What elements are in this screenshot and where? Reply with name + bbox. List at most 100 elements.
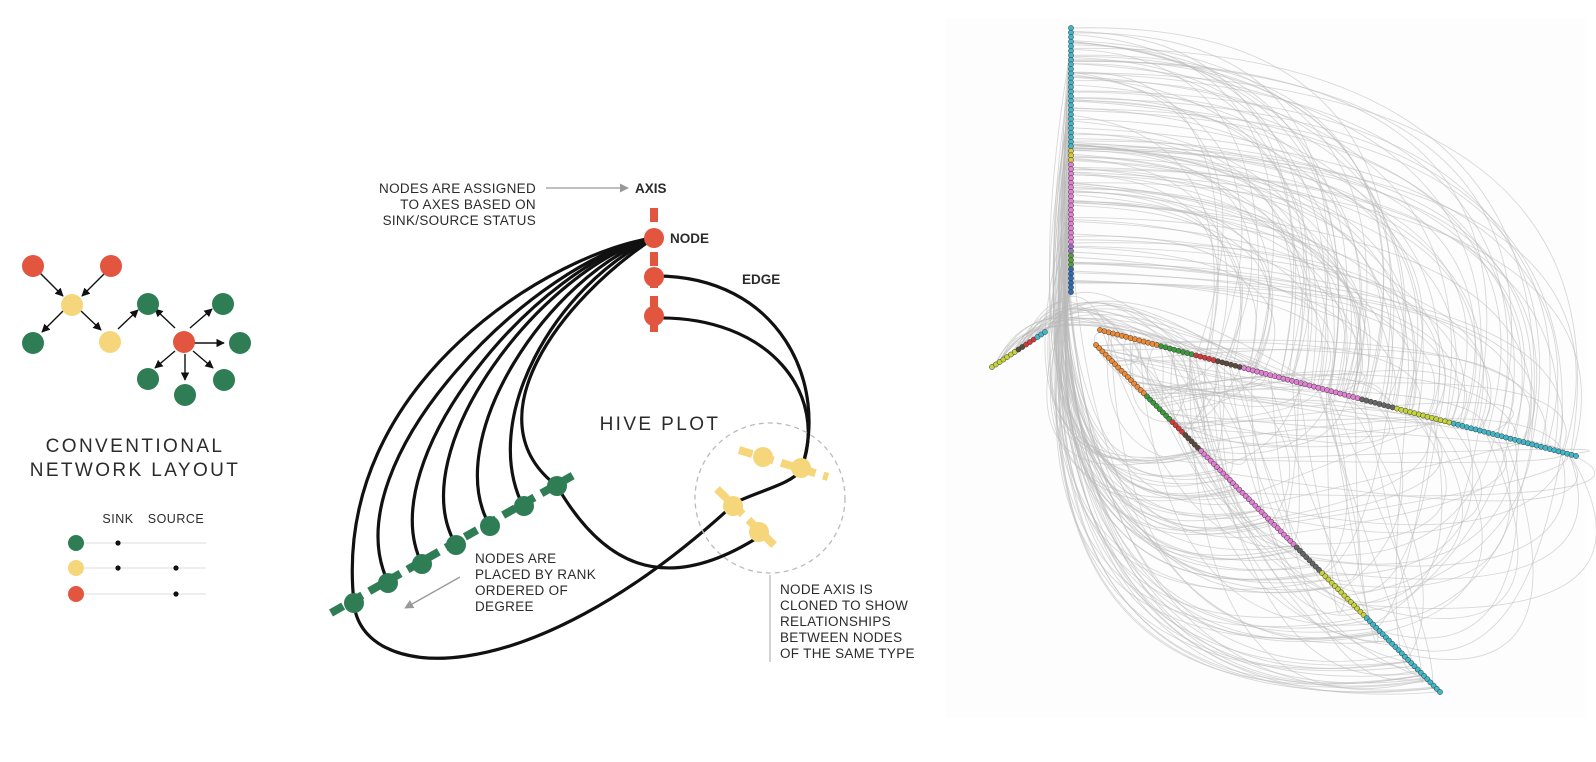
node-source: [22, 255, 44, 277]
clone-note-line2: CLONED TO SHOW: [780, 598, 908, 613]
network-edge: [1055, 236, 1206, 464]
network-edge: [1070, 188, 1348, 394]
network-edge: [1064, 272, 1297, 556]
network-edge: [1106, 332, 1213, 464]
network-edge: [1070, 246, 1276, 374]
clone-note-line5: OF THE SAME TYPE: [780, 646, 915, 661]
network-edge: [998, 318, 1320, 389]
network-edge: [1373, 438, 1510, 626]
clone-note-line1: NODE AXIS IS: [780, 582, 873, 597]
hive-plot-title: HIVE PLOT: [600, 414, 721, 435]
network-edge: [1070, 72, 1509, 436]
network-edge: [1163, 412, 1553, 448]
network-edge: [1070, 91, 1407, 408]
edge-curve: [350, 236, 656, 605]
network-edge: [1161, 371, 1259, 412]
hive-node: [1042, 329, 1048, 335]
axis-node: [644, 267, 664, 287]
network-edge: [1141, 388, 1485, 432]
clone-highlight-circle: [694, 422, 846, 574]
network-edge: [1070, 62, 1482, 429]
network-edge: [1070, 140, 1476, 426]
network-edge: [1070, 144, 1409, 411]
network-edge: [1270, 375, 1426, 681]
network-edge: [1322, 406, 1390, 575]
network-edge: [1401, 437, 1534, 660]
network-edge: [1155, 370, 1467, 425]
network-edge: [1020, 307, 1122, 349]
network-edge: [1149, 382, 1567, 453]
network-edge: [1070, 143, 1352, 394]
network-edge: [1096, 341, 1421, 414]
network-edge: [1049, 221, 1238, 502]
network-edge: [1339, 404, 1404, 592]
conventional-nodes: [22, 255, 251, 406]
network-edge: [1063, 53, 1251, 505]
edge: [192, 350, 214, 369]
rank-note-line3: ORDERED OF: [475, 583, 568, 598]
axis-node: [547, 476, 567, 496]
network-edge: [1070, 143, 1523, 440]
axis-node: [378, 573, 398, 593]
rank-note-line4: DEGREE: [475, 599, 534, 614]
node-sink-source: [99, 331, 121, 353]
node-sink: [137, 368, 159, 390]
edge: [154, 308, 176, 329]
network-edge: [1172, 411, 1440, 423]
network-edge: [1389, 452, 1562, 652]
node-sink: [212, 293, 234, 315]
network-edge: [1070, 189, 1371, 399]
network-edge: [1044, 300, 1323, 390]
network-edge: [1070, 32, 1329, 387]
clone-note-line3: RELATIONSHIPS: [780, 614, 891, 629]
network-edge: [1124, 373, 1441, 424]
edge: [117, 309, 139, 330]
network-edge: [1196, 391, 1334, 454]
legend-red-node: [68, 586, 84, 602]
axis-node: [514, 496, 534, 516]
rank-note-line2: PLACED BY RANK: [475, 567, 596, 582]
network-edge: [1070, 242, 1440, 418]
network-edge: [1070, 171, 1582, 456]
network-edge: [1188, 362, 1225, 460]
network-edge: [1142, 341, 1352, 604]
network-edge: [1332, 435, 1511, 588]
network-edge: [1070, 108, 1551, 447]
node-sink: [213, 369, 235, 391]
network-edge: [997, 323, 1205, 364]
network-edge: [1070, 169, 1313, 384]
network-edge: [1070, 110, 1515, 438]
network-edge: [1070, 245, 1488, 431]
node-sink: [229, 332, 251, 354]
network-edge: [1070, 76, 1453, 422]
network-edge: [1052, 93, 1316, 571]
network-edge: [1070, 166, 1559, 451]
network-edge: [1172, 349, 1394, 646]
network-edge: [1054, 130, 1260, 522]
legend-dot: [173, 591, 179, 597]
network-edge: [1320, 454, 1579, 580]
network-edge: [1242, 454, 1596, 497]
node-sink-source: [61, 294, 83, 316]
example-edges: [994, 27, 1596, 695]
network-edge: [1363, 399, 1424, 684]
network-edge: [1060, 34, 1283, 538]
axis-node: [412, 554, 432, 574]
network-edge: [1070, 47, 1535, 445]
network-edge: [1070, 31, 1297, 380]
schematic-edges: [350, 236, 811, 660]
edge-curve: [652, 316, 810, 472]
edge-curve: [508, 236, 656, 510]
network-edge: [1067, 179, 1381, 641]
network-edge: [1134, 339, 1361, 613]
legend-dot: [115, 565, 121, 571]
edge-label: EDGE: [742, 272, 780, 287]
yellow-axis: [737, 446, 830, 481]
network-edge: [1210, 448, 1590, 461]
network-edge: [1028, 314, 1287, 380]
hive-plot-schematic-panel: NODES ARE ASSIGNED TO AXES BASED ON SINK…: [329, 181, 915, 662]
network-edge: [1070, 251, 1492, 432]
node-source: [100, 255, 122, 277]
network-edge: [1070, 55, 1395, 406]
legend-source-label: SOURCE: [148, 512, 204, 526]
